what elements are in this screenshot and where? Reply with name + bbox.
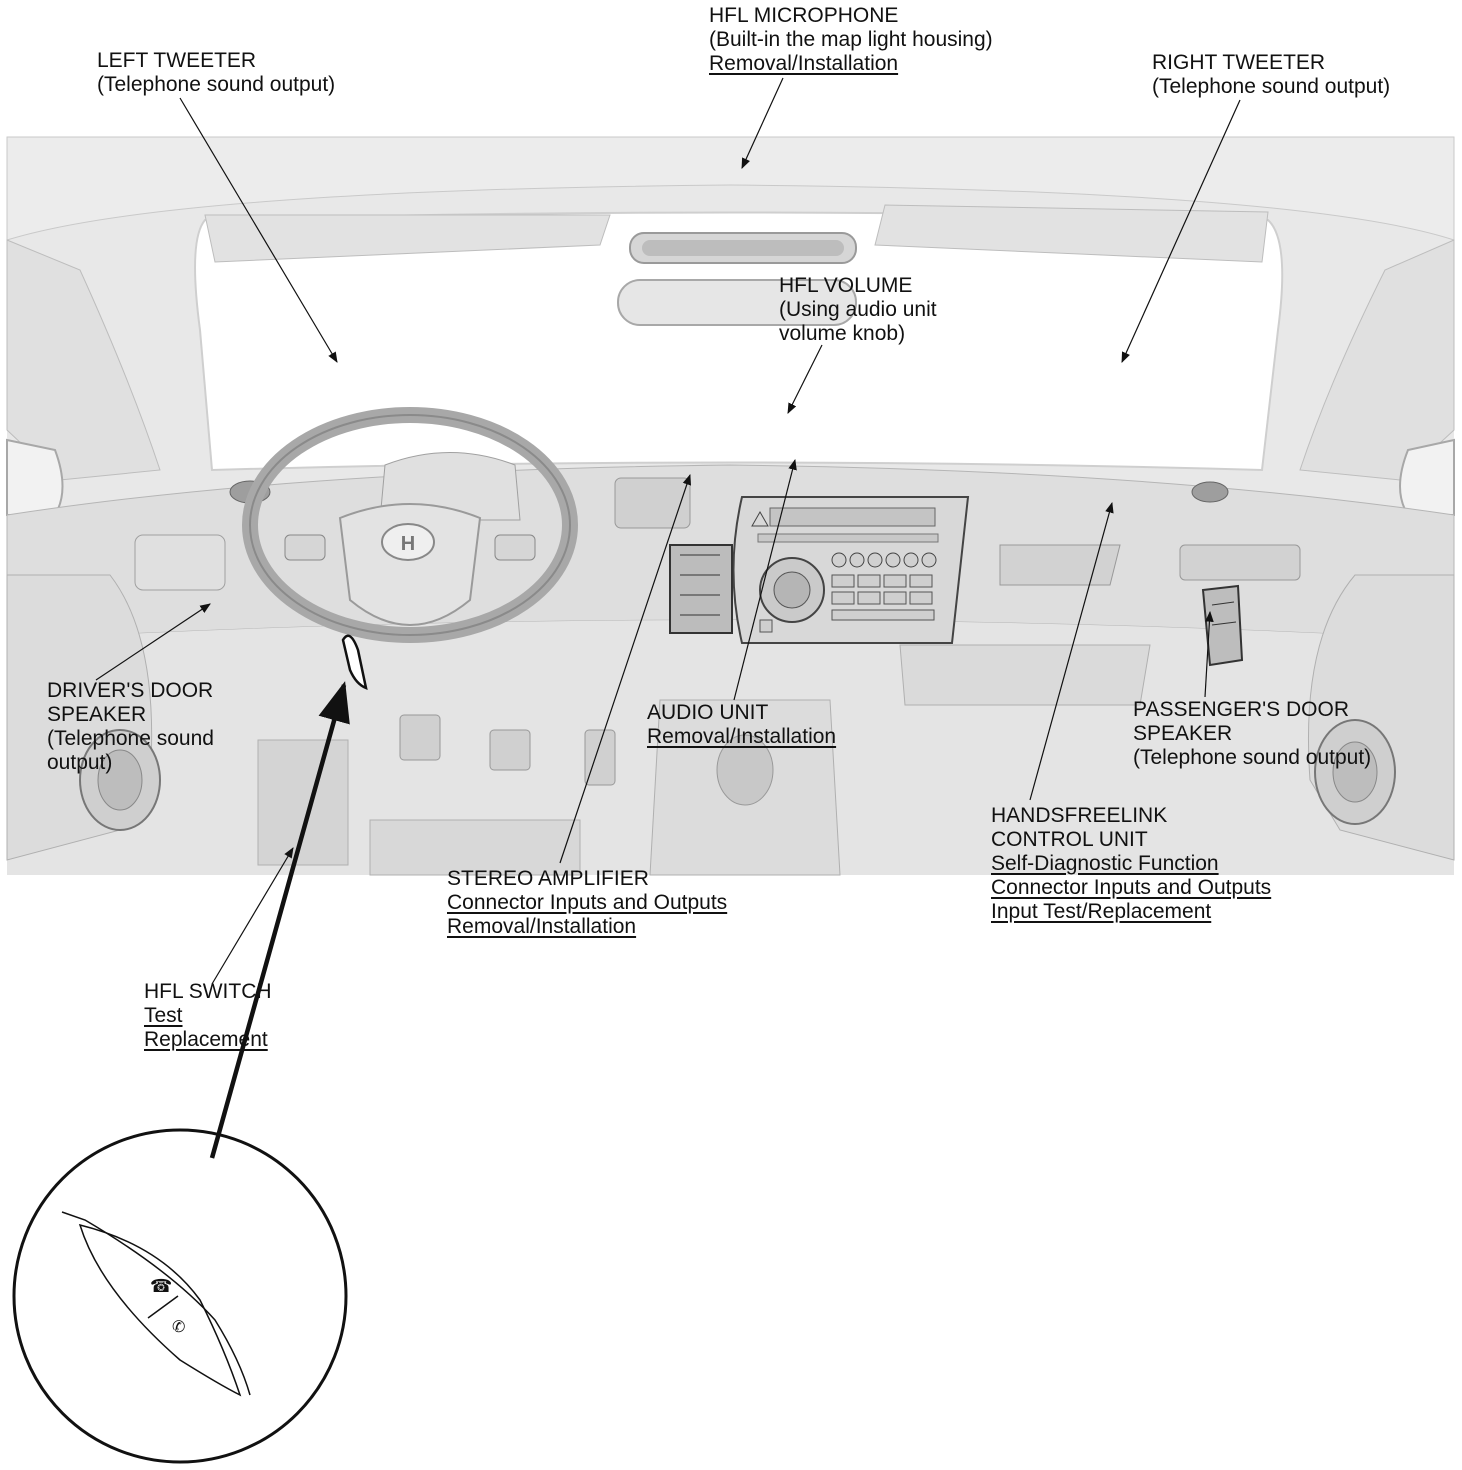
callout-title: LEFT TWEETER [97, 49, 257, 72]
hfl-switch-replacement-link[interactable]: Replacement [144, 1028, 268, 1051]
callout-note: (Telephone sound output) [97, 73, 336, 96]
callout-note: (Telephone sound [47, 727, 214, 750]
callout-handsfreelink-control-unit: HANDSFREELINK CONTROL UNIT Self-Diagnost… [991, 804, 1271, 924]
amplifier-connector-io-link[interactable]: Connector Inputs and Outputs [447, 891, 728, 914]
input-test-replacement-link[interactable]: Input Test/Replacement [991, 900, 1212, 923]
callout-hfl-switch: HFL SWITCH Test Replacement [144, 980, 272, 1052]
cabin-background: H [6, 136, 1455, 876]
callout-right-tweeter: RIGHT TWEETER (Telephone sound output) [1152, 51, 1390, 99]
audio-unit-removal-link[interactable]: Removal/Installation [647, 725, 837, 748]
leader-drivers-door-speaker [95, 603, 211, 681]
leader-hfl-switch-inset [209, 681, 350, 1159]
leader-left-tweeter [179, 97, 338, 363]
callout-stereo-amplifier: STEREO AMPLIFIER Connector Inputs and Ou… [447, 867, 727, 939]
hfl-microphone-removal-link[interactable]: Removal/Installation [709, 52, 899, 75]
callout-audio-unit: AUDIO UNIT Removal/Installation [647, 701, 836, 749]
leader-hfl-switch [211, 847, 294, 985]
hfl-switch-test-link[interactable]: Test [144, 1004, 183, 1027]
leader-passengers-door-speaker [1204, 610, 1214, 698]
callout-note: (Telephone sound output) [1152, 75, 1391, 98]
leader-handsfreelink [1029, 501, 1114, 801]
steering-wheel-logo: H [401, 533, 415, 555]
callout-note: volume knob) [779, 322, 906, 345]
hfl-switch-detail-inset: ☎ ✆ [12, 1128, 348, 1464]
callout-title: HFL SWITCH [144, 980, 272, 1003]
callout-note: (Built-in the map light housing) [709, 28, 993, 51]
hang-up-back-icon: ✆ [172, 1317, 185, 1336]
leader-audio-unit [733, 458, 797, 701]
callout-title: SPEAKER [47, 703, 147, 726]
callout-title: PASSENGER'S DOOR [1133, 698, 1349, 721]
callout-title: HFL VOLUME [779, 274, 913, 297]
callout-title: AUDIO UNIT [647, 701, 769, 724]
callout-title: STEREO AMPLIFIER [447, 867, 649, 890]
callout-title: HFL MICROPHONE [709, 4, 899, 27]
pick-up-talk-icon: ☎ [150, 1276, 172, 1297]
callout-title: HANDSFREELINK [991, 804, 1168, 827]
callout-left-tweeter: LEFT TWEETER (Telephone sound output) [97, 49, 335, 97]
self-diagnostic-link[interactable]: Self-Diagnostic Function [991, 852, 1219, 875]
leader-stereo-amplifier [559, 473, 692, 864]
callout-hfl-volume: HFL VOLUME (Using audio unit volume knob… [779, 274, 937, 346]
callout-hfl-microphone: HFL MICROPHONE (Built-in the map light h… [709, 4, 993, 76]
callout-note: (Using audio unit [779, 298, 937, 321]
callout-note: (Telephone sound output) [1133, 746, 1372, 769]
callout-title: DRIVER'S DOOR [47, 679, 214, 702]
callout-title: SPEAKER [1133, 722, 1233, 745]
callout-title: CONTROL UNIT [991, 828, 1148, 851]
leader-right-tweeter [1121, 99, 1241, 363]
hfl-connector-io-link[interactable]: Connector Inputs and Outputs [991, 876, 1272, 899]
leader-hfl-microphone [741, 77, 784, 169]
callout-passengers-door-speaker: PASSENGER'S DOOR SPEAKER (Telephone soun… [1133, 698, 1371, 770]
leader-lines [95, 77, 1241, 1159]
leader-hfl-volume [787, 344, 823, 414]
callout-title: RIGHT TWEETER [1152, 51, 1326, 74]
callout-drivers-door-speaker: DRIVER'S DOOR SPEAKER (Telephone sound o… [47, 679, 214, 775]
callout-note: output) [47, 751, 113, 774]
amplifier-removal-link[interactable]: Removal/Installation [447, 915, 637, 938]
